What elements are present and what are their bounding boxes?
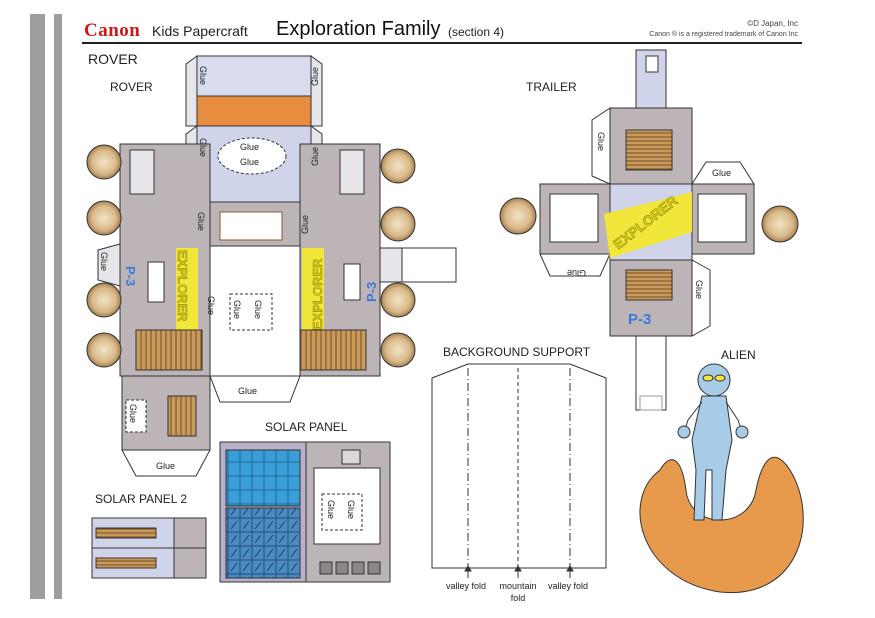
section-title-rover: ROVER — [110, 80, 153, 94]
mountain-fold-label: mountain — [499, 581, 536, 591]
trailer-labels: Glue Glue Glue Glue — [567, 132, 731, 299]
rover-p3-labels: P-3 P-3 — [123, 266, 379, 302]
copyright-line2: Canon ® is a registered trademark of Can… — [649, 31, 798, 38]
solar-panel-glue-labels: Glue Glue — [326, 500, 356, 519]
left-margin-bar-inner — [54, 14, 62, 599]
glue-label: Glue — [198, 66, 208, 85]
glue-label: Glue — [310, 147, 320, 166]
section-title-background-support: BACKGROUND SUPPORT — [443, 345, 591, 359]
left-margin-bar-outer — [30, 14, 45, 599]
fold-labels: valley fold mountain fold valley fold — [446, 581, 588, 603]
rover-glue-labels: Glue Glue Glue Glue Glue Glue Glue Glue … — [99, 66, 320, 471]
section-title-main: ROVER — [88, 51, 138, 67]
glue-label: Glue — [240, 157, 259, 167]
glue-label: Glue — [567, 268, 586, 278]
glue-label: Glue — [326, 500, 336, 519]
glue-label: Glue — [198, 138, 208, 157]
solar-panel-net — [219, 441, 391, 583]
glue-label: Glue — [694, 280, 704, 299]
rover-wheels — [86, 144, 416, 368]
glue-label: Glue — [310, 67, 320, 86]
section-title-trailer: TRAILER — [526, 80, 577, 94]
subtitle: Kids Papercraft — [152, 23, 248, 39]
explorer-label: EXPLORER — [175, 250, 190, 322]
trailer-wheels — [499, 197, 799, 243]
glue-label: Glue — [596, 132, 606, 151]
section-title-alien: ALIEN — [721, 348, 756, 362]
header-rule — [82, 42, 802, 44]
glue-label: Glue — [99, 252, 109, 271]
page-title: Exploration Family — [276, 18, 441, 40]
background-support-net — [431, 363, 607, 578]
glue-label: Glue — [196, 212, 206, 231]
glue-label: Glue — [238, 386, 257, 396]
p3-label: P-3 — [123, 266, 138, 286]
rover-explorer-labels: EXPLORER EXPLORER — [175, 250, 325, 330]
glue-label: Glue — [712, 168, 731, 178]
mountain-fold-label-2: fold — [511, 593, 526, 603]
canon-logo: Canon — [84, 20, 141, 41]
trailer-net — [539, 49, 755, 411]
glue-label: Glue — [156, 461, 175, 471]
section-title-solar-panel-2: SOLAR PANEL 2 — [95, 492, 188, 506]
alien-figure — [639, 363, 804, 593]
valley-fold-label: valley fold — [548, 581, 588, 591]
valley-fold-label: valley fold — [446, 581, 486, 591]
glue-label: Glue — [206, 296, 216, 315]
solar-panel-2-net — [91, 517, 207, 579]
p3-label: P-3 — [628, 311, 651, 328]
glue-label: Glue — [253, 300, 263, 319]
section-title-solar-panel: SOLAR PANEL — [265, 420, 348, 434]
section-label: (section 4) — [448, 25, 505, 39]
copyright-line1: ©D Japan, Inc — [747, 19, 798, 28]
glue-label: Glue — [346, 500, 356, 519]
glue-label: Glue — [300, 215, 310, 234]
glue-label: Glue — [240, 142, 259, 152]
rover-net — [97, 55, 457, 477]
glue-label: Glue — [128, 404, 138, 423]
explorer-label: EXPLORER — [310, 258, 325, 330]
page-header: Canon Kids Papercraft Exploration Family… — [80, 14, 800, 44]
p3-label: P-3 — [364, 282, 379, 302]
glue-label: Glue — [232, 300, 242, 319]
